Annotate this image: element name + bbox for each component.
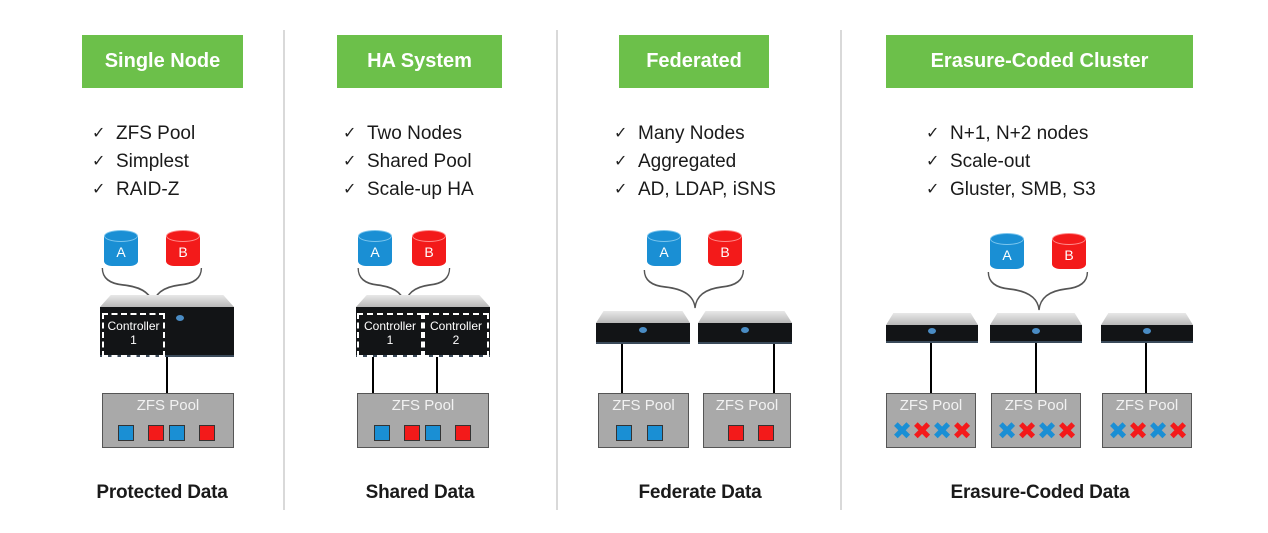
feature-item: ✓ZFS Pool [92,120,195,148]
erasure-block-blue-x-icon: ✖ [997,418,1018,445]
feature-item: ✓Scale-out [926,148,1096,176]
disk-a-icon: A [104,230,138,268]
feature-item: ✓N+1, N+2 nodes [926,120,1096,148]
feature-item: ✓Many Nodes [614,120,776,148]
connection-line [166,357,168,394]
column-divider [283,30,285,510]
feature-item: ✓Aggregated [614,148,776,176]
data-block-red [199,425,215,441]
footer-label: Erasure-Coded Data [950,482,1130,503]
erasure-block-blue-x-icon: ✖ [892,418,913,445]
disk-b-icon: B [1052,233,1086,271]
erasure-block-red-x-icon: ✖ [912,418,933,445]
feature-item: ✓Simplest [92,148,195,176]
server-node [100,295,234,357]
feature-list: ✓ZFS Pool ✓Simplest ✓RAID-Z [92,120,195,204]
data-block-red [758,425,774,441]
check-icon: ✓ [926,153,940,170]
title-badge: Single Node [82,35,243,88]
check-icon: ✓ [926,125,940,142]
zfs-pool: ZFS Pool ✖ ✖ ✖ ✖ [886,393,976,448]
data-block-blue [425,425,441,441]
erasure-block-red-x-icon: ✖ [1128,418,1149,445]
feature-item: ✓AD, LDAP, iSNS [614,176,776,204]
connection-line [1035,343,1037,394]
zfs-pool: ZFS Pool [598,393,689,448]
title-badge: Erasure-Coded Cluster [886,35,1193,88]
connection-line [1145,343,1147,394]
erasure-block-blue-x-icon: ✖ [1148,418,1169,445]
erasure-block-blue-x-icon: ✖ [932,418,953,445]
check-icon: ✓ [926,181,940,198]
connection-line [773,344,775,394]
feature-item: ✓RAID-Z [92,176,195,204]
server-node [886,313,978,343]
connection-line [930,343,932,394]
erasure-block-red-x-icon: ✖ [1168,418,1189,445]
feature-item: ✓Two Nodes [343,120,474,148]
disk-b-icon: B [412,230,446,268]
server-node [596,311,690,344]
connection-line [372,357,374,394]
zfs-pool: ZFS Pool [703,393,791,448]
zfs-pool: ZFS Pool ✖ ✖ ✖ ✖ [991,393,1081,448]
feature-list: ✓Two Nodes ✓Shared Pool ✓Scale-up HA [343,120,474,204]
check-icon: ✓ [92,181,106,198]
erasure-block-blue-x-icon: ✖ [1108,418,1129,445]
server-node [1101,313,1193,343]
connection-line [621,344,623,394]
data-block-red [728,425,744,441]
data-block-red [455,425,471,441]
data-block-blue [616,425,632,441]
server-node [990,313,1082,343]
data-block-red [404,425,420,441]
disk-a-icon: A [647,230,681,268]
zfs-pool: ZFS Pool [102,393,234,448]
column-divider [840,30,842,510]
feature-item: ✓Shared Pool [343,148,474,176]
check-icon: ✓ [343,153,357,170]
connection-line [436,357,438,394]
check-icon: ✓ [92,125,106,142]
footer-label: Federate Data [638,482,762,503]
check-icon: ✓ [343,125,357,142]
erasure-block-blue-x-icon: ✖ [1037,418,1058,445]
erasure-block-red-x-icon: ✖ [952,418,973,445]
brace-connector [643,269,745,309]
feature-item: ✓Scale-up HA [343,176,474,204]
data-block-blue [169,425,185,441]
disk-b-icon: B [708,230,742,268]
feature-item: ✓Gluster, SMB, S3 [926,176,1096,204]
check-icon: ✓ [614,125,628,142]
title-badge: HA System [337,35,502,88]
disk-a-icon: A [358,230,392,268]
footer-label: Shared Data [365,482,475,503]
feature-list: ✓N+1, N+2 nodes ✓Scale-out ✓Gluster, SMB… [926,120,1096,204]
check-icon: ✓ [92,153,106,170]
data-block-blue [647,425,663,441]
check-icon: ✓ [343,181,357,198]
data-block-red [148,425,164,441]
data-block-blue [374,425,390,441]
server-node [698,311,792,344]
title-badge: Federated [619,35,769,88]
data-block-blue [118,425,134,441]
column-divider [556,30,558,510]
brace-connector [987,271,1089,311]
zfs-pool: ZFS Pool [357,393,489,448]
zfs-pool: ZFS Pool ✖ ✖ ✖ ✖ [1102,393,1192,448]
disk-b-icon: B [166,230,200,268]
erasure-block-red-x-icon: ✖ [1017,418,1038,445]
check-icon: ✓ [614,181,628,198]
feature-list: ✓Many Nodes ✓Aggregated ✓AD, LDAP, iSNS [614,120,776,204]
disk-a-icon: A [990,233,1024,271]
check-icon: ✓ [614,153,628,170]
footer-label: Protected Data [96,482,228,503]
erasure-block-red-x-icon: ✖ [1057,418,1078,445]
